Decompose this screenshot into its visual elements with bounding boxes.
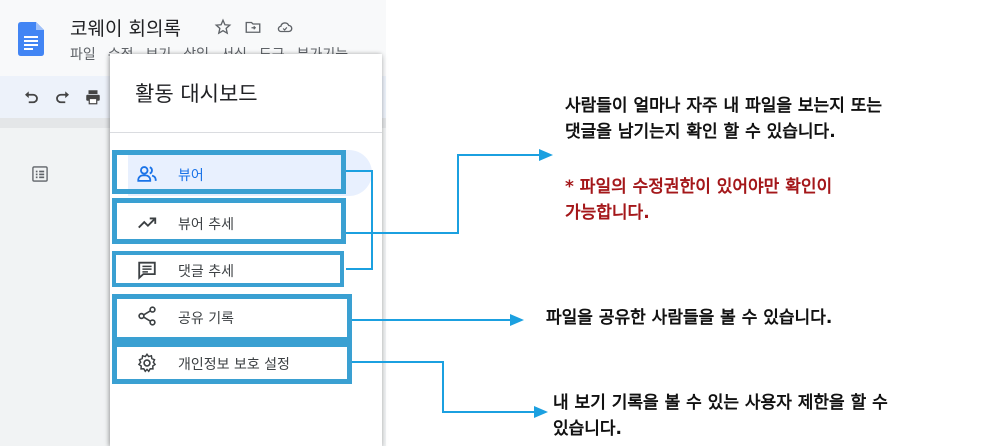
arrow-head-privacy <box>534 406 548 418</box>
document-title[interactable]: 코웨이 회의록 <box>70 18 181 40</box>
connector-vertical-1 <box>457 154 459 234</box>
gear-icon <box>137 353 157 373</box>
document-outline-icon[interactable] <box>30 164 50 184</box>
activity-dashboard-panel <box>110 54 382 446</box>
menu-label-privacy-settings: 개인정보 보호 설정 <box>178 357 290 373</box>
google-docs-icon[interactable] <box>18 22 44 56</box>
connector-comment-trend <box>346 268 372 270</box>
annotation-privacy-line1: 내 보기 기록을 볼 수 있는 사용자 제한을 할 수 <box>553 393 888 413</box>
panel-title: 활동 대시보드 <box>135 82 258 106</box>
redo-icon[interactable] <box>54 88 72 106</box>
comment-icon <box>138 261 156 280</box>
connector-horizontal-1 <box>457 154 541 156</box>
annotation-permission-note-line2: 가능합니다. <box>565 203 650 223</box>
menu-file[interactable]: 파일 <box>70 47 96 63</box>
annotation-permission-note-line1: * 파일의 수정권한이 있어야만 확인이 <box>565 177 833 197</box>
panel-divider <box>110 132 382 133</box>
arrow-head-viewers <box>539 149 553 161</box>
print-icon[interactable] <box>84 88 102 106</box>
undo-icon[interactable] <box>22 88 40 106</box>
menu-label-viewer-trend: 뷰어 추세 <box>178 217 234 233</box>
menu-item-comment-trend[interactable] <box>112 251 344 287</box>
menu-item-share-history[interactable] <box>112 294 352 342</box>
menu-item-viewers[interactable] <box>112 150 346 194</box>
menu-item-viewer-trend[interactable] <box>112 198 346 244</box>
annotation-share: 파일을 공유한 사람들을 볼 수 있습니다. <box>546 308 833 328</box>
menu-item-privacy-settings[interactable] <box>112 342 352 384</box>
menu-label-share-history: 공유 기록 <box>178 311 234 327</box>
cloud-status-icon[interactable] <box>276 18 294 36</box>
annotation-viewers-line1: 사람들이 얼마나 자주 내 파일을 보는지 또는 <box>565 96 883 116</box>
annotation-viewers-line2: 댓글을 남기는지 확인 할 수 있습니다. <box>565 122 836 142</box>
menu-label-comment-trend: 댓글 추세 <box>178 264 234 280</box>
arrow-head-share <box>510 314 524 326</box>
connector-bracket <box>371 170 373 270</box>
connector-privacy-horizontal-2 <box>442 411 536 413</box>
connector-share <box>352 319 512 321</box>
connector-viewers <box>346 170 372 172</box>
connector-privacy-vertical <box>442 361 444 413</box>
people-icon <box>137 166 157 182</box>
star-icon[interactable] <box>214 18 232 36</box>
viewers-selected-highlight <box>128 150 372 196</box>
share-icon <box>138 306 156 326</box>
trending-up-icon <box>138 217 157 229</box>
connector-viewer-trend <box>346 232 458 234</box>
move-to-folder-icon[interactable] <box>244 18 262 36</box>
annotation-privacy-line2: 있습니다. <box>553 419 623 439</box>
connector-privacy-horizontal-1 <box>352 361 444 363</box>
menu-label-viewers: 뷰어 <box>178 168 204 184</box>
